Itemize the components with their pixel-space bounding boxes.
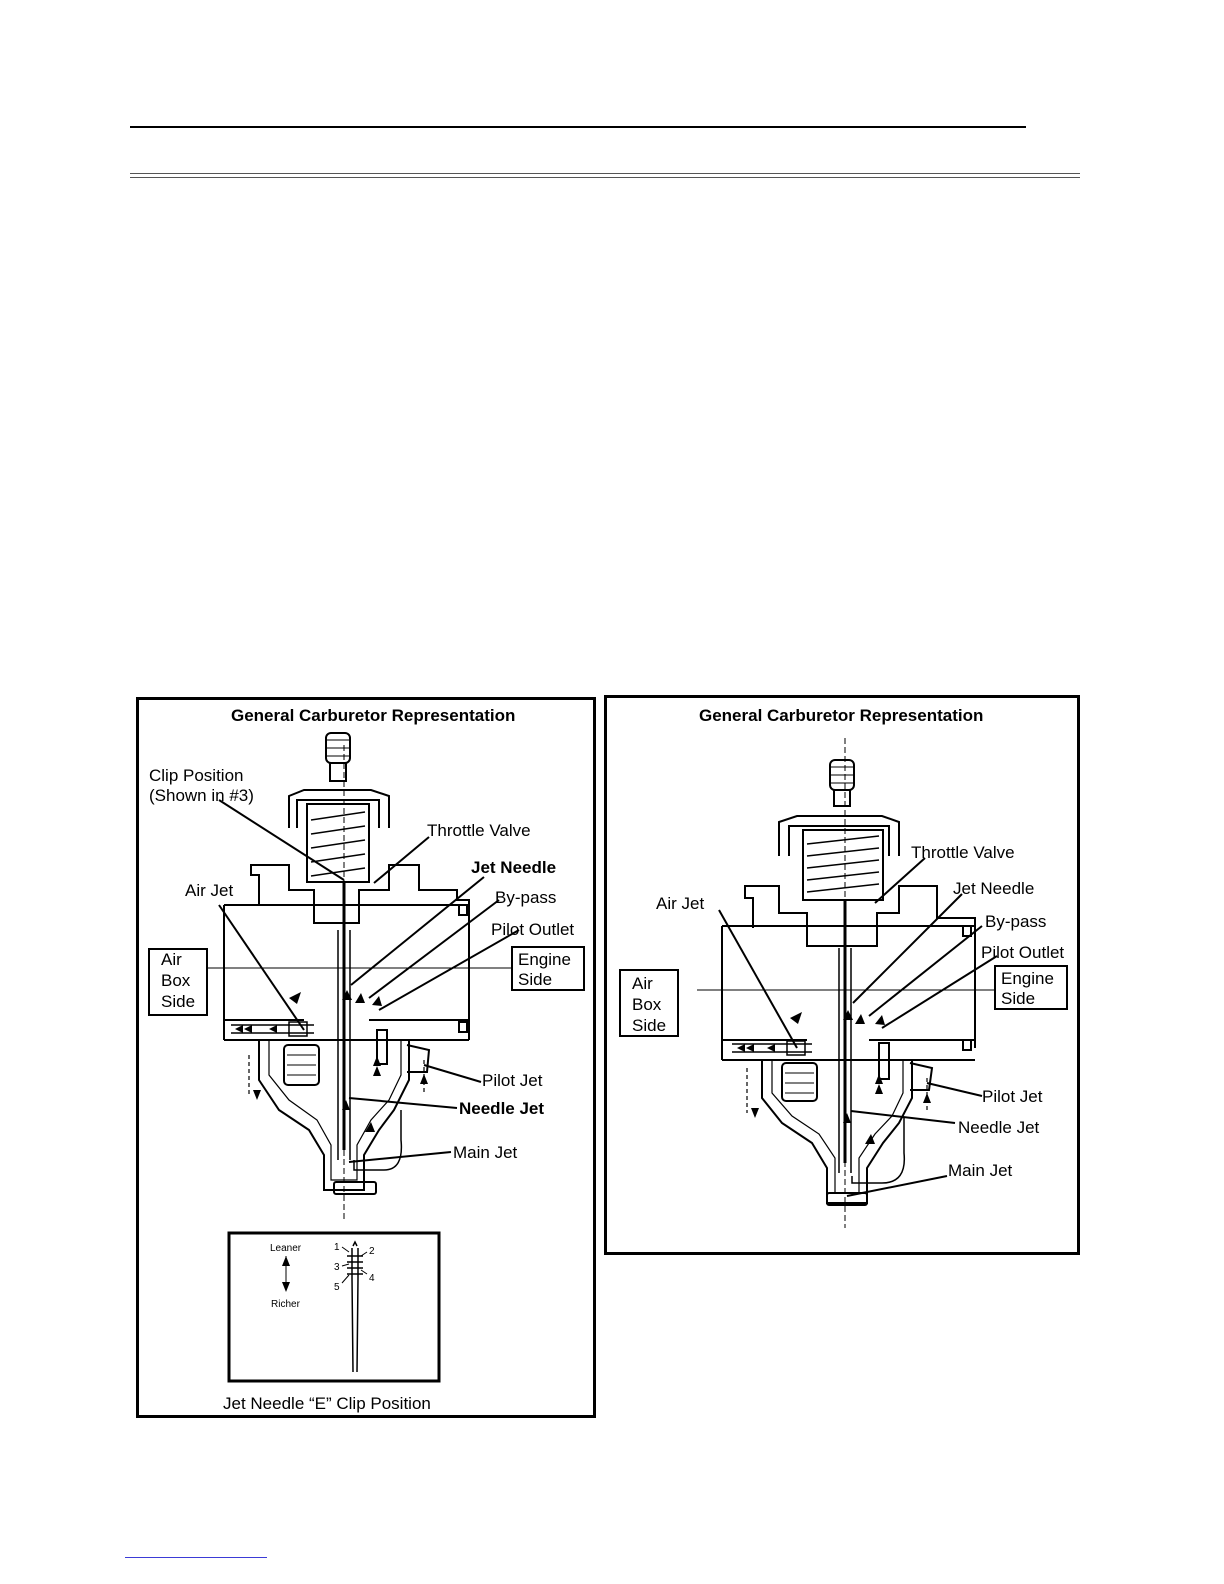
inset-position-1: 1	[334, 1242, 340, 1253]
label-jet-needle: Jet Needle	[471, 858, 556, 877]
label-air-box-side-1: Air	[161, 950, 182, 969]
inset-richer-label: Richer	[271, 1299, 301, 1310]
label-air-box-side-2: Box	[632, 995, 662, 1014]
label-throttle-valve: Throttle Valve	[427, 821, 531, 840]
clip-position-inset	[227, 1231, 441, 1383]
inset-position-4: 4	[369, 1273, 375, 1284]
diagram-title: General Carburetor Representation	[231, 706, 515, 725]
label-clip-position: Clip Position	[149, 766, 244, 785]
header-double-rule	[130, 173, 1080, 178]
label-engine-side-2: Side	[1001, 989, 1035, 1008]
label-pilot-jet: Pilot Jet	[982, 1087, 1043, 1106]
label-pilot-outlet: Pilot Outlet	[491, 920, 574, 939]
label-engine-side-1: Engine	[1001, 969, 1054, 988]
footer-link-rule	[125, 1557, 267, 1558]
label-air-box-side-3: Side	[161, 992, 195, 1011]
diagram-left-panel: General Carburetor Representation Clip P…	[136, 697, 596, 1418]
label-needle-jet: Needle Jet	[459, 1099, 544, 1118]
header-rule	[130, 126, 1026, 128]
inset-position-5: 5	[334, 1282, 340, 1293]
label-main-jet: Main Jet	[948, 1161, 1013, 1180]
label-engine-side-1: Engine	[518, 950, 571, 969]
carburetor-diagram-right: General Carburetor Representation Thrott…	[619, 706, 1068, 1228]
label-air-jet: Air Jet	[656, 894, 704, 913]
inset-position-2: 2	[369, 1246, 375, 1257]
label-by-pass: By-pass	[985, 912, 1046, 931]
label-air-box-side-2: Box	[161, 971, 191, 990]
label-engine-side-2: Side	[518, 970, 552, 989]
label-pilot-jet: Pilot Jet	[482, 1071, 543, 1090]
label-air-jet: Air Jet	[185, 881, 233, 900]
label-clip-position-note: (Shown in #3)	[149, 786, 254, 805]
label-needle-jet: Needle Jet	[958, 1118, 1040, 1137]
carburetor-diagram-left: General Carburetor Representation Clip P…	[148, 706, 585, 1413]
inset-leaner-label: Leaner	[270, 1243, 302, 1254]
label-jet-needle: Jet Needle	[953, 879, 1034, 898]
label-by-pass: By-pass	[495, 888, 556, 907]
label-main-jet: Main Jet	[453, 1143, 518, 1162]
inset-position-3: 3	[334, 1262, 340, 1273]
label-pilot-outlet: Pilot Outlet	[981, 943, 1064, 962]
label-throttle-valve: Throttle Valve	[911, 843, 1015, 862]
inset-caption: Jet Needle “E” Clip Position	[223, 1394, 431, 1413]
label-air-box-side-1: Air	[632, 974, 653, 993]
diagram-right-panel: General Carburetor Representation Thrott…	[604, 695, 1080, 1255]
label-air-box-side-3: Side	[632, 1016, 666, 1035]
diagram-title: General Carburetor Representation	[699, 706, 983, 725]
